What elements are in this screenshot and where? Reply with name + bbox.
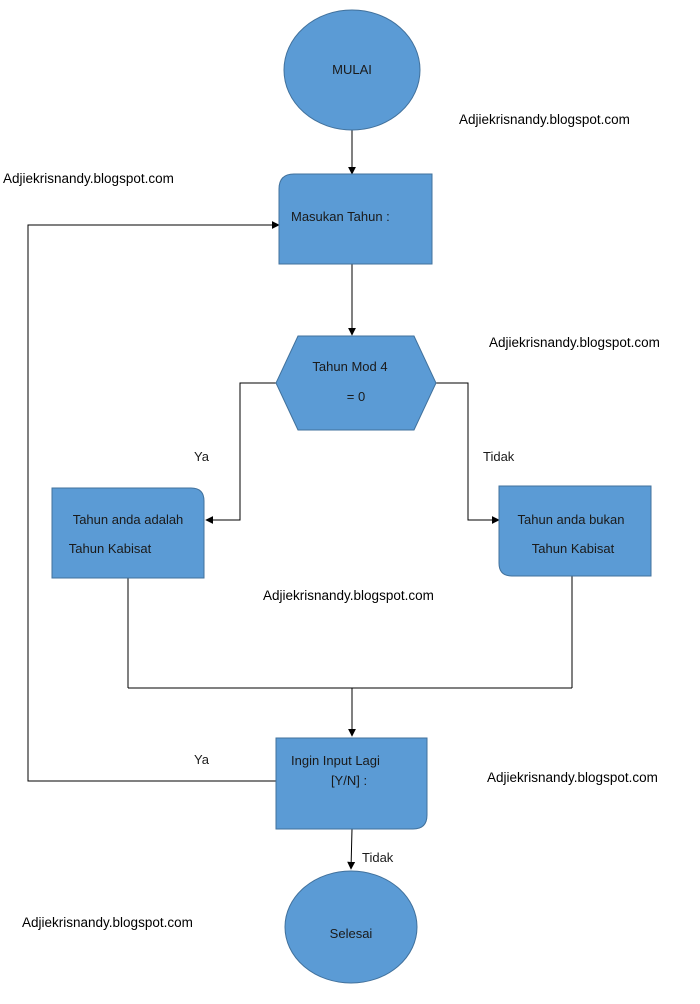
edge-decision-yes <box>205 382 276 524</box>
decision-label-1: Tahun Mod 4 <box>312 359 387 374</box>
end-terminal <box>284 870 418 984</box>
decision-yes-label: Ya <box>194 449 210 464</box>
repeat-no-label: Tidak <box>362 850 394 865</box>
decision-label-2: = 0 <box>347 389 365 404</box>
repeat-label-1: Ingin Input Lagi <box>291 753 380 768</box>
watermark-6: Adjiekrisnandy.blogspot.com <box>22 915 193 930</box>
leap-year-box <box>51 487 205 579</box>
repeat-yes-label: Ya <box>194 752 210 767</box>
repeat-box <box>275 737 428 830</box>
input-box <box>278 173 433 265</box>
leap-label-2: Tahun Kabisat <box>69 541 152 556</box>
input-label: Masukan Tahun : <box>291 209 390 224</box>
connectors <box>27 130 573 870</box>
edge-repeat-no <box>347 828 356 870</box>
watermark-3: Adjiekrisnandy.blogspot.com <box>489 335 660 350</box>
decision-diamond <box>275 335 437 431</box>
notleap-label-1: Tahun anda bukan <box>518 512 625 527</box>
end-label: Selesai <box>330 926 373 941</box>
not-leap-year-box <box>498 485 652 577</box>
edge-repeat-yes-loop <box>27 221 280 782</box>
leap-label-1: Tahun anda adalah <box>73 512 184 527</box>
decision-no-label: Tidak <box>483 449 515 464</box>
start-label: MULAI <box>332 62 372 77</box>
notleap-label-2: Tahun Kabisat <box>532 541 615 556</box>
watermark-2: Adjiekrisnandy.blogspot.com <box>3 171 174 186</box>
watermark-5: Adjiekrisnandy.blogspot.com <box>487 770 658 785</box>
start-terminal <box>283 9 421 131</box>
edge-decision-no <box>436 382 500 524</box>
watermark-4: Adjiekrisnandy.blogspot.com <box>263 588 434 603</box>
repeat-label-2: [Y/N] : <box>331 773 367 788</box>
watermark-1: Adjiekrisnandy.blogspot.com <box>459 112 630 127</box>
